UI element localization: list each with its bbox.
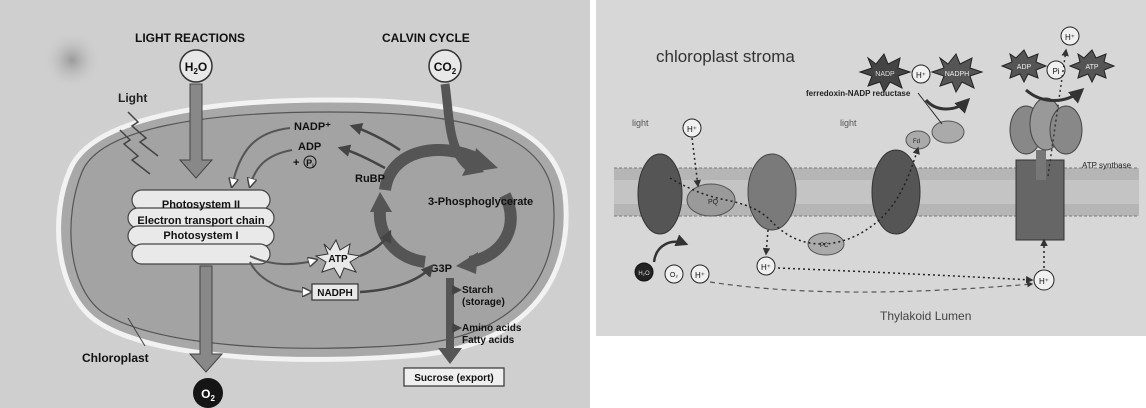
- fatty-acids-label: Fatty acids: [462, 335, 515, 346]
- storage-label: (storage): [462, 297, 505, 308]
- light-label: Light: [118, 91, 147, 105]
- thylakoid-membrane-diagram: chloroplast stroma Thylakoid Lumen ATP s…: [596, 0, 1146, 336]
- svg-text:ADP: ADP: [1017, 64, 1032, 71]
- calvin-cycle-heading: CALVIN CYCLE: [382, 31, 470, 45]
- svg-text:H⁺: H⁺: [916, 71, 926, 80]
- photosystem-i-complex: [872, 150, 920, 234]
- hplus-top-right: H⁺: [1061, 27, 1079, 45]
- thylakoid-stack: Photosystem II Electron transport chain …: [128, 190, 274, 264]
- light-label-2: light: [840, 118, 857, 128]
- svg-text:H⁺: H⁺: [695, 271, 705, 280]
- o2-node: O2: [193, 378, 223, 408]
- cytochrome-complex: [748, 154, 796, 230]
- pq-label: PQ: [708, 199, 719, 206]
- adp-label: ADP: [298, 141, 321, 153]
- rubp-label: RuBP: [355, 173, 385, 185]
- svg-text:H⁺: H⁺: [1065, 33, 1075, 42]
- hplus-stroma-top: H⁺: [912, 65, 930, 83]
- sucrose-box: Sucrose (export): [404, 368, 504, 386]
- photosystem-ii-label: Photosystem II: [162, 199, 240, 211]
- g3p-label: G3P: [430, 263, 452, 275]
- h2o-lumen-node: H₂O: [635, 263, 653, 281]
- h2o-node: H2O: [180, 50, 212, 82]
- sun-icon: [42, 30, 102, 90]
- svg-text:Pi: Pi: [1052, 67, 1059, 76]
- svg-text:NADPH: NADPH: [945, 71, 970, 78]
- nadph-box: NADPH: [312, 284, 358, 300]
- electron-transport-chain-label: Electron transport chain: [137, 215, 264, 227]
- svg-text:NADP: NADP: [875, 71, 895, 78]
- svg-text:H⁺: H⁺: [761, 263, 771, 272]
- fnr-enzyme: [932, 121, 964, 143]
- svg-text:NADPH: NADPH: [317, 288, 353, 299]
- svg-text:Sucrose (export): Sucrose (export): [414, 373, 493, 384]
- pga-label: 3-Phosphoglycerate: [428, 196, 533, 208]
- fd-label: Fd: [913, 139, 920, 145]
- o2-lumen-node: O₂: [665, 265, 683, 283]
- svg-text:+: +: [293, 157, 299, 169]
- svg-text:O₂: O₂: [670, 272, 678, 279]
- hplus-lumen-1: H⁺: [691, 265, 709, 283]
- atp-synthase-label: ATP synthase: [1082, 161, 1132, 170]
- svg-text:ATP: ATP: [1085, 64, 1098, 71]
- ferredoxin-reductase-label: ferredoxin-NADP reductase: [806, 89, 911, 98]
- amino-acids-label: Amino acids: [462, 323, 522, 334]
- starch-label: Starch: [462, 285, 493, 296]
- chloroplast-label: Chloroplast: [82, 351, 149, 365]
- hplus-lumen-2: H⁺: [757, 257, 775, 275]
- light-reactions-heading: LIGHT REACTIONS: [135, 31, 245, 45]
- hplus-stroma-left: H⁺: [683, 119, 701, 137]
- pc-label: PC: [820, 243, 829, 249]
- light-label-1: light: [632, 118, 649, 128]
- chloroplast-overview-diagram: LIGHT REACTIONS CALVIN CYCLE H2O CO2 Lig…: [0, 0, 590, 408]
- svg-text:H⁺: H⁺: [687, 125, 697, 134]
- co2-node: CO2: [429, 50, 461, 82]
- hplus-lumen-3: H⁺: [1034, 270, 1054, 290]
- stroma-heading: chloroplast stroma: [656, 47, 795, 66]
- svg-text:H⁺: H⁺: [1039, 277, 1049, 286]
- lumen-label: Thylakoid Lumen: [880, 309, 971, 323]
- nadp-plus-label: NADP⁺: [294, 121, 331, 133]
- svg-text:ATP: ATP: [328, 254, 348, 265]
- photosystem-ii-complex: [638, 154, 682, 234]
- photosystem-i-label: Photosystem I: [163, 230, 238, 242]
- svg-text:H₂O: H₂O: [638, 271, 650, 277]
